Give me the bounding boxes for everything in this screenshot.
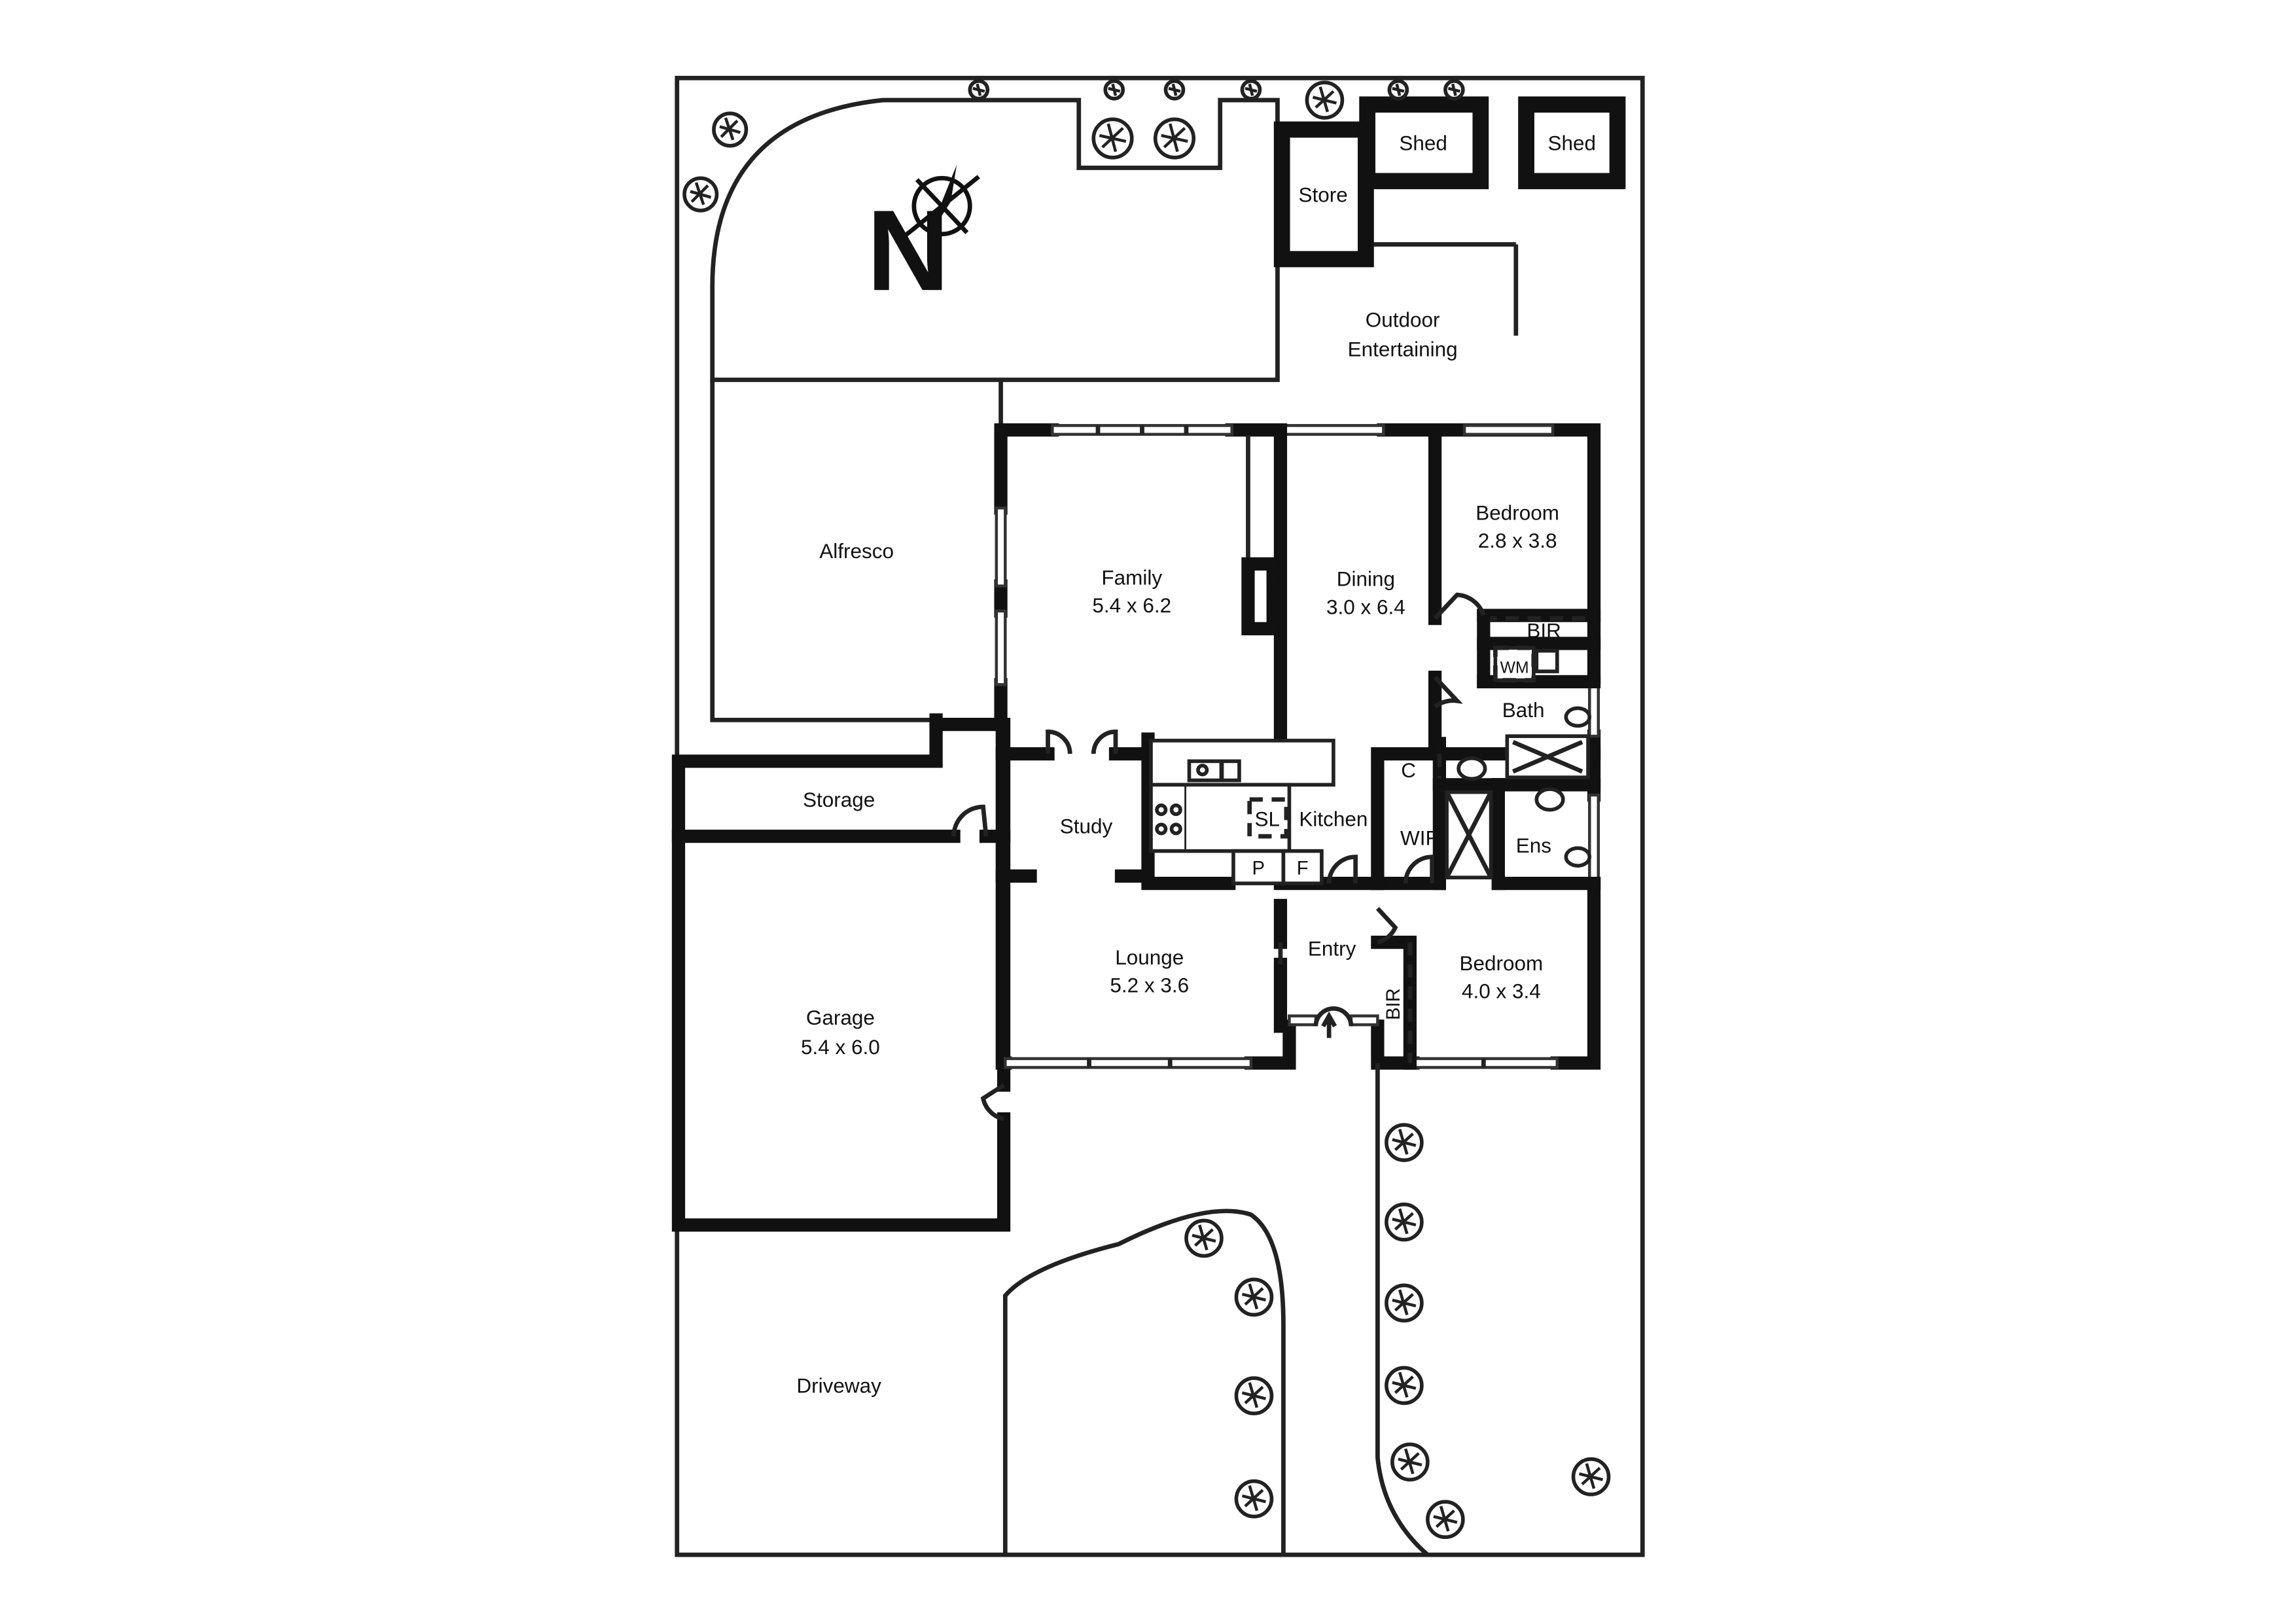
storage-label: Storage	[803, 788, 875, 811]
alfresco-label: Alfresco	[819, 539, 894, 563]
shed-right	[1518, 96, 1626, 190]
dining-dims: 3.0 x 6.4	[1326, 595, 1405, 618]
compass-label: N	[867, 186, 950, 315]
doors	[951, 592, 1486, 1121]
store-room	[1273, 121, 1374, 268]
linen-label: Linen	[1263, 573, 1284, 620]
outdoor-label-line1: Outdoor	[1366, 308, 1440, 332]
ensuite-label: Ens	[1516, 834, 1551, 857]
bir-top-label: BIR	[1527, 618, 1561, 642]
tree-icons	[682, 79, 1611, 1540]
alfresco-outline	[710, 380, 936, 722]
interior-walls	[995, 423, 1601, 1070]
bedroom1-label: Bedroom	[1475, 501, 1559, 524]
driveway-label: Driveway	[796, 1374, 881, 1398]
lawn-outline	[710, 97, 1280, 382]
lounge-label: Lounge	[1115, 945, 1184, 969]
cupboard-label: C	[1401, 758, 1416, 782]
family-dims: 5.4 x 6.2	[1092, 593, 1171, 617]
front-garden-bed	[1002, 1209, 1286, 1555]
kitchen-label: Kitchen	[1299, 807, 1368, 830]
dining-label: Dining	[1337, 567, 1395, 591]
kitchen-fixtures	[1149, 739, 1335, 885]
entry-label: Entry	[1308, 936, 1356, 960]
fridge-label: F	[1297, 858, 1309, 879]
lounge-dims: 5.2 x 3.6	[1110, 974, 1189, 997]
family-label: Family	[1101, 565, 1162, 589]
study-label: Study	[1060, 815, 1113, 838]
bedroom2-label: Bedroom	[1459, 951, 1543, 975]
shed-label-right: Shed	[1548, 132, 1597, 155]
shed-label-left: Shed	[1399, 132, 1447, 155]
shed-left	[1359, 96, 1489, 190]
bir-bottom-label: BIR	[1383, 988, 1404, 1020]
garage-label: Garage	[806, 1006, 875, 1029]
bath-label: Bath	[1502, 698, 1545, 722]
compass-icon	[904, 165, 980, 239]
bathroom-fixtures	[1445, 645, 1592, 879]
pantry-label: P	[1252, 858, 1264, 879]
bedroom1-dims: 2.8 x 3.8	[1478, 529, 1557, 552]
outdoor-label-line2: Entertaining	[1348, 338, 1458, 361]
store-label: Store	[1299, 183, 1348, 206]
garage-dims: 5.4 x 6.0	[801, 1035, 880, 1059]
wm-label: WM	[1500, 659, 1529, 677]
sl-label: SL	[1254, 807, 1280, 830]
bedroom2-dims: 4.0 x 3.4	[1462, 980, 1541, 1003]
wir-label: WIR	[1400, 826, 1440, 850]
side-garden-bed	[1375, 1063, 1430, 1557]
